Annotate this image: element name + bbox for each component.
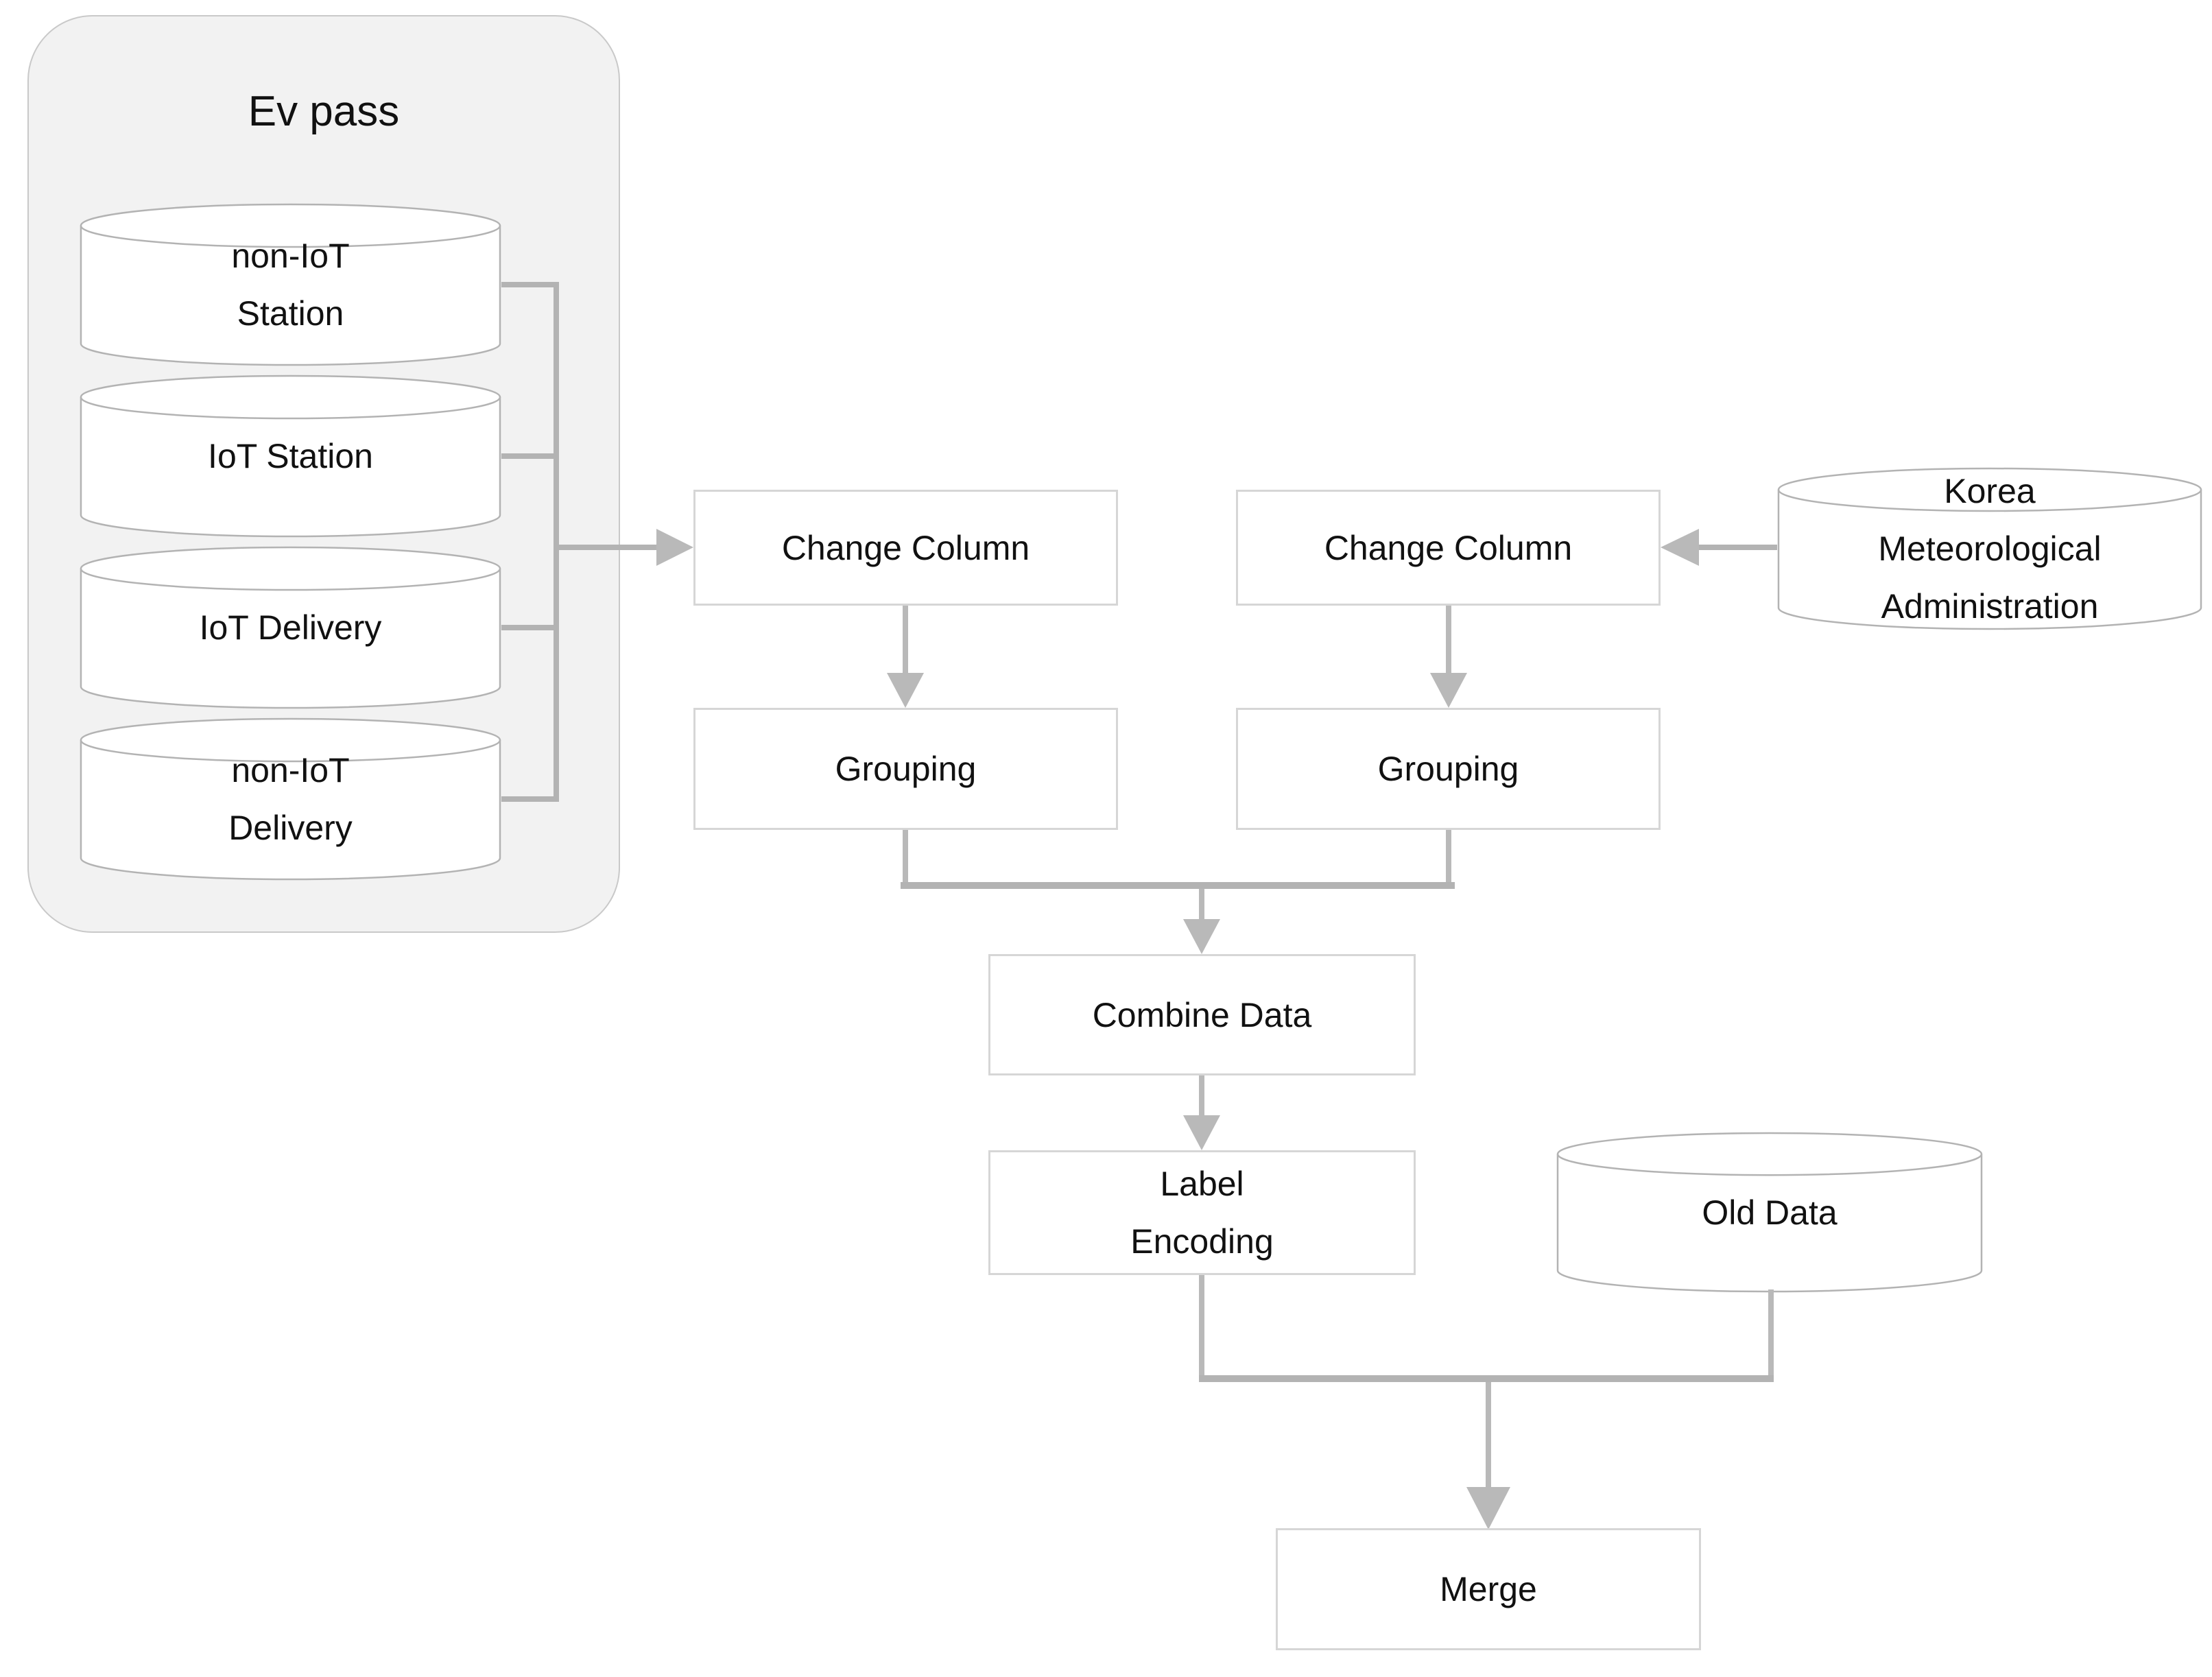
arrow-change-column-left-to-grouping-shaft: [903, 606, 908, 674]
connector-old-data-down: [1768, 1289, 1774, 1382]
arrow-to-merge-head: [1466, 1487, 1510, 1530]
datastore-non-iot-delivery: non-IoT Delivery: [80, 717, 501, 881]
datastore-iot-station: IoT Station: [80, 374, 501, 538]
datastore-label: non-IoT Station: [231, 237, 350, 333]
datastore-label: Korea Meteorological Administration: [1878, 472, 2102, 626]
process-change-column-right: Change Column: [1236, 490, 1661, 606]
connector-evpass-stub-4: [501, 796, 559, 802]
ev-pass-group-title: Ev pass: [248, 88, 400, 135]
arrow-change-column-right-to-grouping-head: [1430, 673, 1467, 708]
process-label: Merge: [1440, 1570, 1537, 1608]
cylinder-shape: [80, 717, 501, 881]
process-merge: Merge: [1276, 1528, 1701, 1650]
connector-evpass-stub-3: [501, 625, 559, 630]
connector-final-merge-horizontal: [1199, 1375, 1774, 1382]
datastore-iot-delivery: IoT Delivery: [80, 546, 501, 709]
arrow-change-column-right-to-grouping-shaft: [1446, 606, 1451, 674]
datastore-old-data: Old Data: [1556, 1132, 1983, 1293]
process-grouping-right: Grouping: [1236, 708, 1661, 830]
arrow-combine-to-label-encoding-shaft: [1199, 1075, 1204, 1117]
datastore-label: non-IoT Delivery: [228, 751, 353, 847]
process-label: Label Encoding: [1130, 1165, 1274, 1261]
process-combine-data: Combine Data: [988, 954, 1416, 1075]
process-label: Change Column: [781, 528, 1030, 567]
arrow-kma-to-change-column-head: [1661, 529, 1699, 566]
cylinder-shape: [1777, 467, 2202, 630]
connector-grouping-right-down: [1446, 830, 1451, 886]
arrow-to-combine-data-head: [1183, 919, 1220, 954]
datastore-kma: Korea Meteorological Administration: [1777, 467, 2202, 630]
process-label: Change Column: [1324, 528, 1573, 567]
datastore-label: Old Data: [1702, 1193, 1838, 1232]
process-label-encoding: Label Encoding: [988, 1150, 1416, 1275]
cylinder-shape: [80, 203, 501, 366]
process-label: Grouping: [835, 750, 977, 788]
process-label: Grouping: [1377, 750, 1519, 788]
arrow-change-column-left-to-grouping-head: [887, 673, 924, 708]
arrow-evpass-to-change-column-shaft: [554, 545, 658, 550]
datastore-label: IoT Delivery: [199, 608, 382, 647]
connector-evpass-stub-2: [501, 453, 559, 459]
cylinder-shape: [1556, 1132, 1983, 1293]
datastore-non-iot-station: non-IoT Station: [80, 203, 501, 366]
arrow-evpass-to-change-column-head: [656, 529, 693, 566]
connector-grouping-left-down: [903, 830, 908, 886]
connector-evpass-stub-1: [501, 282, 559, 287]
connector-grouping-merge-horizontal: [901, 882, 1455, 889]
arrow-to-combine-data-shaft: [1199, 889, 1204, 920]
datastore-label: IoT Station: [208, 437, 373, 475]
process-label: Combine Data: [1092, 995, 1312, 1034]
arrow-to-merge-shaft: [1486, 1382, 1491, 1488]
connector-evpass-vertical: [554, 282, 559, 802]
arrow-kma-to-change-column-shaft: [1699, 545, 1777, 550]
cylinder-shape: [80, 374, 501, 538]
arrow-combine-to-label-encoding-head: [1183, 1115, 1220, 1150]
connector-label-encoding-down: [1199, 1275, 1204, 1379]
process-grouping-left: Grouping: [693, 708, 1118, 830]
cylinder-shape: [80, 546, 501, 709]
process-change-column-left: Change Column: [693, 490, 1118, 606]
